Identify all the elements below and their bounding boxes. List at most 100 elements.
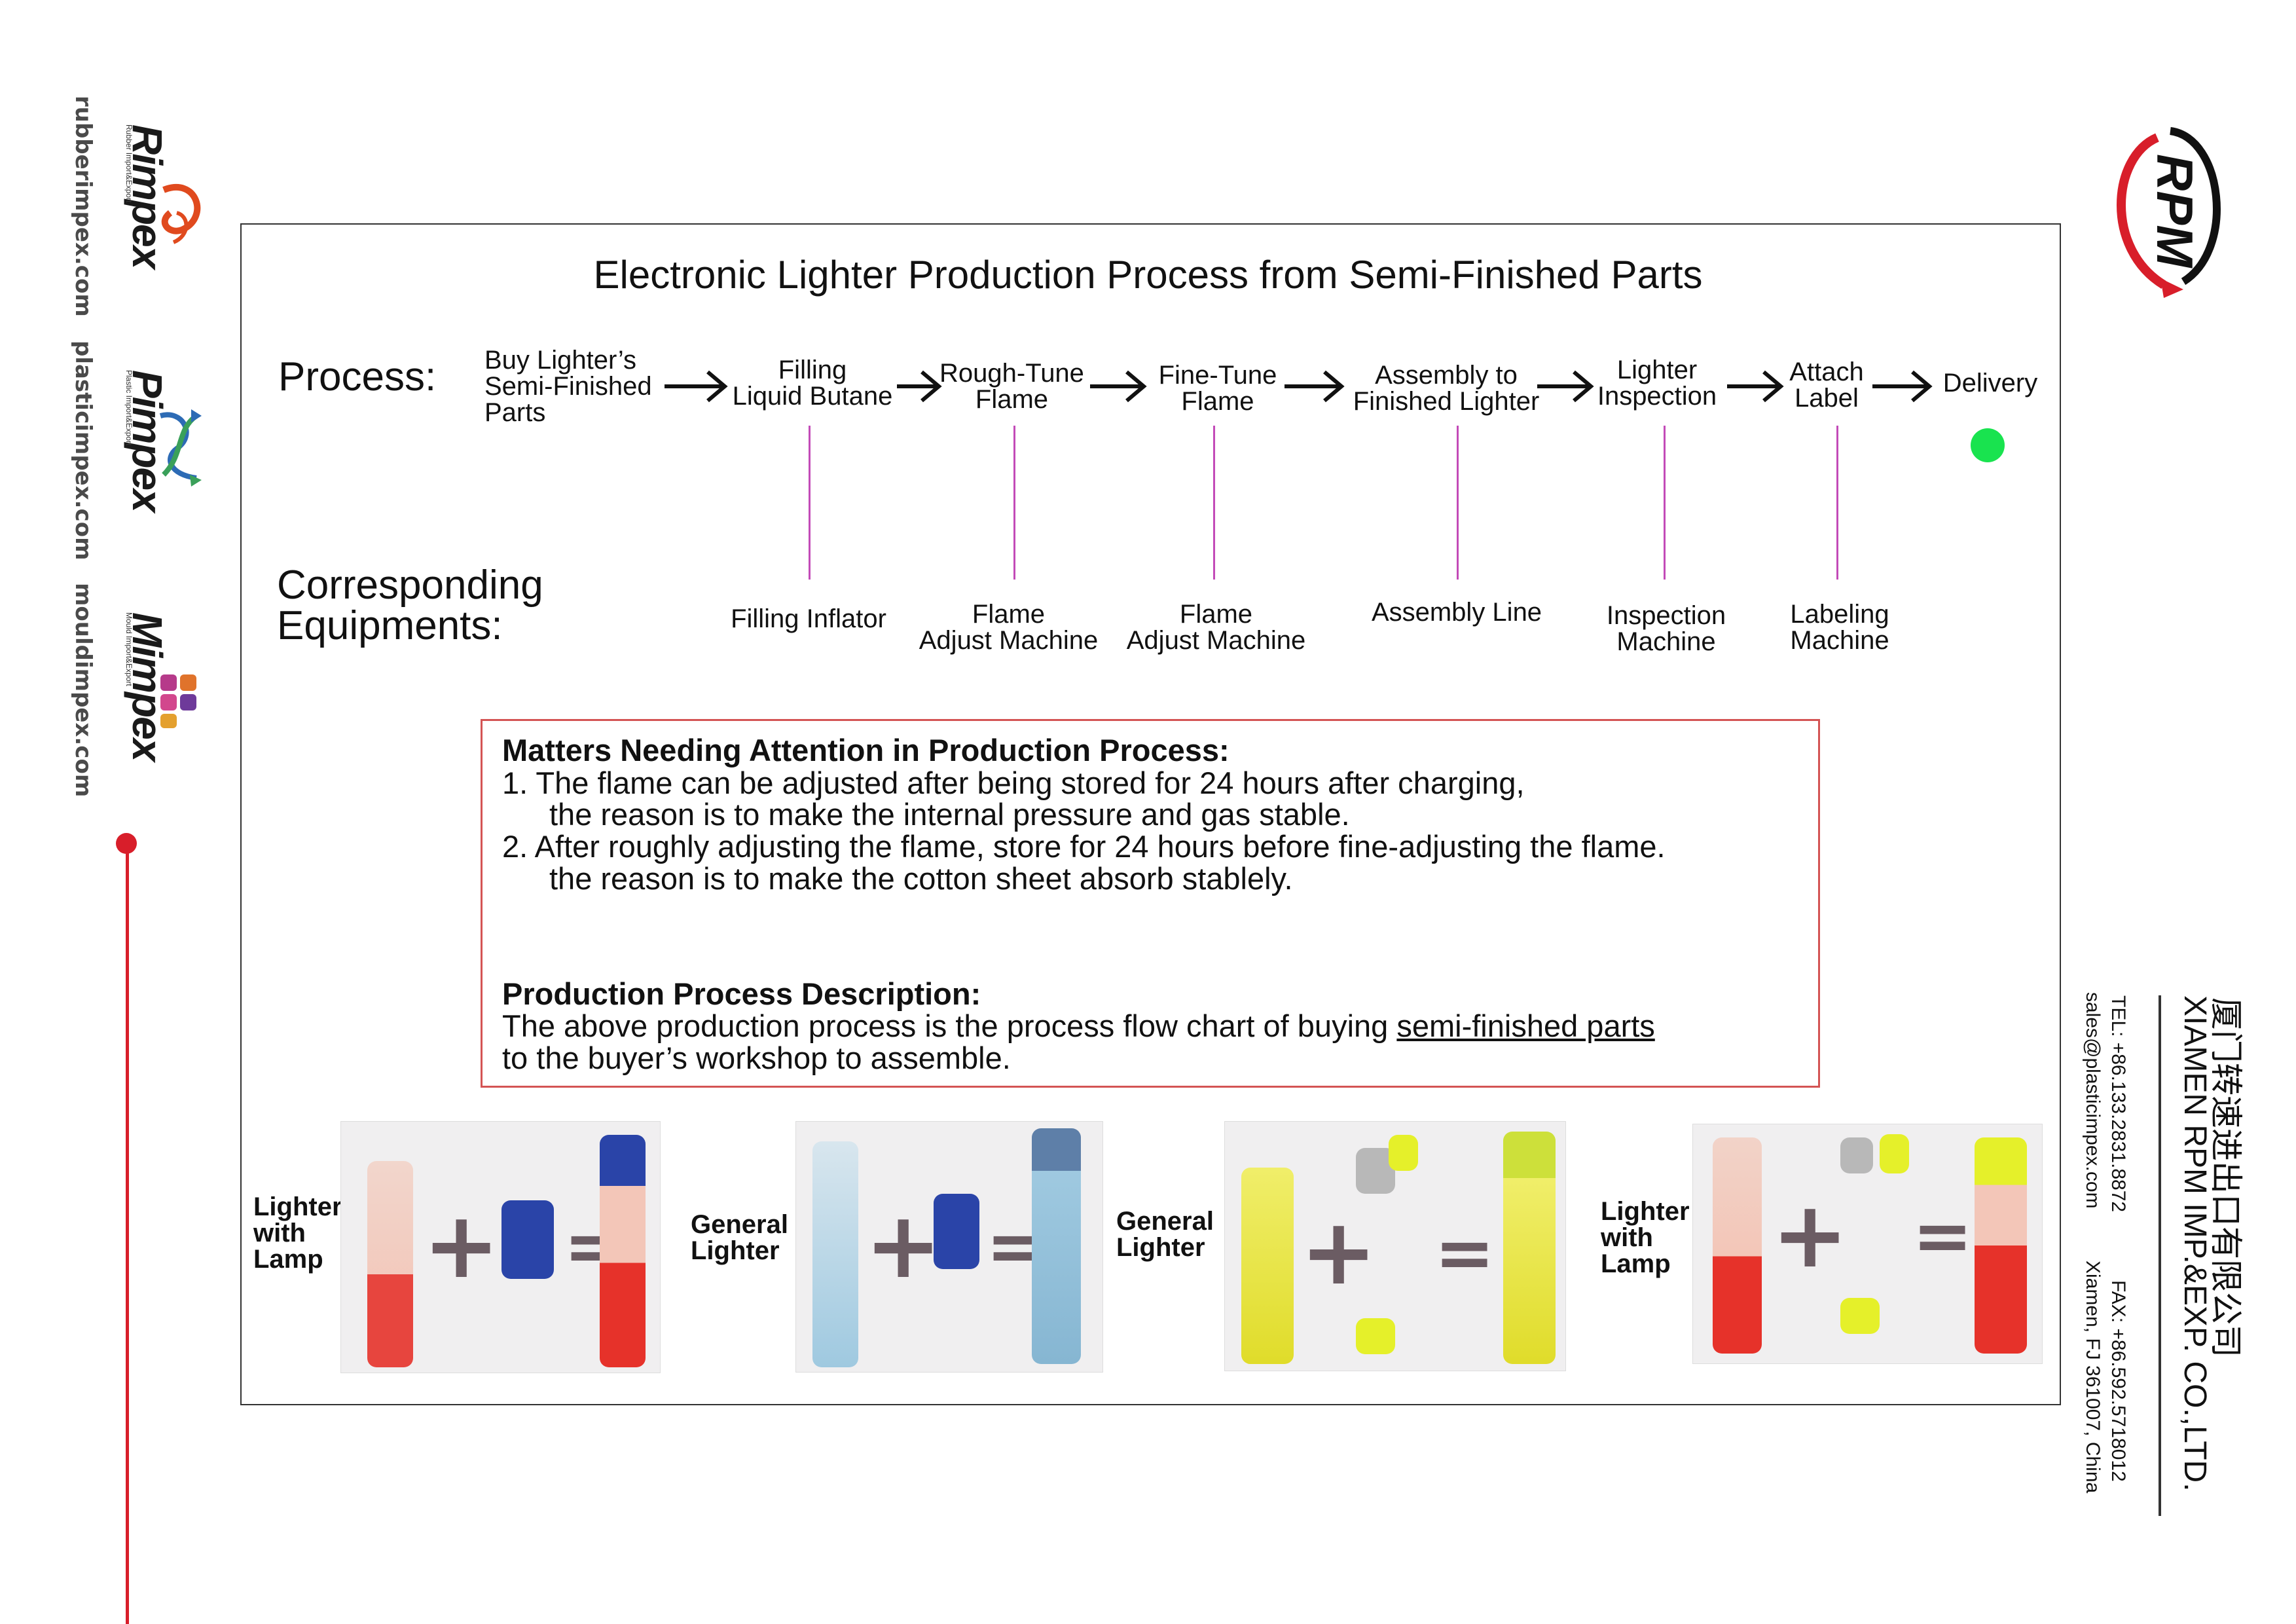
lighter-head-part — [934, 1194, 979, 1269]
company-name-en: XIAMEN RPM IMP.&EXP. CO.,LTD. — [2178, 995, 2212, 1492]
equals-icon: = — [1912, 1194, 1973, 1278]
attention-line: the reason is to make the cotton sheet a… — [549, 861, 1293, 896]
label-line: Equipments: — [277, 603, 503, 648]
process-step-7: Attach Label — [1781, 359, 1872, 411]
arrow-right-icon — [665, 370, 728, 403]
contact-email[interactable]: sales@plasticimpex.com — [2082, 992, 2104, 1209]
page-title: Electronic Lighter Production Process fr… — [593, 253, 1703, 297]
company-divider — [2159, 995, 2161, 1516]
step-line: Attach — [1789, 358, 1864, 386]
step-line: Assembly to — [1375, 361, 1518, 390]
step-line: Liquid Butane — [732, 382, 893, 411]
equals-icon: = — [1434, 1211, 1495, 1295]
equip-line: Labeling — [1790, 600, 1889, 629]
arrow-right-icon — [1537, 370, 1594, 403]
label-line: General — [691, 1210, 788, 1239]
brand-site-plasticimpex[interactable]: plasticimpex.com — [70, 341, 96, 561]
lighter-assembled — [1503, 1132, 1556, 1364]
notes-box: Matters Needing Attention in Production … — [481, 719, 1820, 1088]
arrow-right-icon — [897, 370, 942, 403]
arrow-right-icon — [1727, 370, 1784, 403]
photo-label-1: Lighter with Lamp — [253, 1194, 342, 1272]
process-step-1: Buy Lighter’s Semi-Finished Parts — [484, 347, 652, 426]
rimpex-swirl-icon — [161, 184, 201, 244]
description-text: The above production process is the proc… — [502, 1008, 1397, 1043]
process-step-8: Delivery — [1931, 370, 2049, 396]
label-line: Lamp — [1601, 1249, 1671, 1278]
timeline-line — [126, 843, 129, 1624]
delivery-status-dot — [1971, 428, 2005, 462]
equip-line: Inspection — [1606, 601, 1726, 630]
lighter-assembled — [1975, 1137, 2027, 1354]
lighter-assembled — [1032, 1128, 1081, 1364]
step-line: Fine-Tune — [1158, 361, 1277, 390]
attention-line: the reason is to make the internal press… — [549, 797, 1350, 832]
attention-line: 1. The flame can be adjusted after being… — [502, 766, 1525, 800]
process-step-6: Lighter Inspection — [1592, 357, 1722, 409]
process-label: Process: — [278, 354, 437, 399]
photo-label-4: Lighter with Lamp — [1601, 1198, 1690, 1277]
step-line: Lighter — [1616, 356, 1698, 384]
process-step-2: Filling Liquid Butane — [728, 357, 897, 409]
description-heading: Production Process Description: — [502, 976, 981, 1011]
equipment-label: Corresponding Equipments: — [277, 565, 543, 646]
semi-finished-parts-link[interactable]: semi-finished parts — [1396, 1008, 1655, 1043]
lighter-parts — [1840, 1298, 1880, 1334]
label-line: with — [1601, 1223, 1653, 1252]
step-line: Flame — [975, 385, 1049, 414]
plus-icon: + — [1300, 1199, 1377, 1306]
lighter-body — [367, 1161, 413, 1367]
process-step-5: Assembly to Finished Lighter — [1346, 362, 1546, 415]
step-connector — [1013, 426, 1015, 580]
equipment-item-6: Labeling Machine — [1768, 601, 1912, 654]
step-line: Delivery — [1942, 369, 2038, 397]
brand-site-mouldimpex[interactable]: mouldimpex.com — [70, 583, 96, 798]
contact-tel: TEL: +86.133.2831.8872 — [2107, 995, 2129, 1213]
plus-icon: + — [1772, 1182, 1849, 1289]
pimpex-arrows-icon — [159, 409, 202, 487]
photo-general-lighter-blue: + = — [795, 1121, 1103, 1373]
arrow-right-icon — [1090, 370, 1147, 403]
plus-icon: + — [865, 1192, 942, 1299]
equipment-item-4: Assembly Line — [1355, 599, 1558, 625]
mimpex-blocks-icon — [160, 674, 196, 728]
photo-label-2: General Lighter — [691, 1211, 788, 1264]
attention-line: 2. After roughly adjusting the flame, st… — [502, 829, 1666, 864]
step-line: Finished Lighter — [1353, 387, 1540, 416]
lighter-parts — [1840, 1137, 1873, 1173]
step-connector — [1664, 426, 1666, 580]
brand-tagline: Rubber Import&Export — [124, 124, 134, 203]
step-connector — [809, 426, 811, 580]
equip-line: Filling Inflator — [731, 604, 886, 633]
lighter-head-part — [501, 1200, 554, 1279]
rimpex-logo: Rimpex Rubber Import&Export — [118, 118, 210, 268]
plus-icon: + — [423, 1192, 500, 1299]
arrow-right-icon — [1285, 370, 1345, 403]
brand-tagline: Plastic Import&Export — [124, 370, 134, 446]
main-frame — [240, 223, 2061, 1405]
equipment-item-2: Flame Adjust Machine — [909, 601, 1108, 654]
step-line: Semi-Finished — [484, 372, 652, 401]
label-line: Lamp — [253, 1245, 323, 1274]
contact-fax: FAX: +86.592.5718012 — [2107, 1280, 2129, 1482]
attention-heading: Matters Needing Attention in Production … — [502, 733, 1230, 767]
rpm-logo: RPM — [2117, 127, 2221, 298]
lighter-body — [1713, 1137, 1762, 1354]
lighter-parts — [1356, 1318, 1395, 1354]
process-step-3: Rough-Tune Flame — [935, 360, 1089, 413]
photo-lighter-with-lamp-yellow: + = — [1692, 1124, 2043, 1364]
equip-line: Machine — [1616, 627, 1716, 656]
contact-address: Xiamen, FJ 361007, China — [2082, 1261, 2104, 1494]
step-line: Parts — [484, 398, 546, 427]
label-line: Lighter — [1601, 1197, 1690, 1226]
equip-line: Machine — [1790, 626, 1889, 655]
equipment-item-3: Flame Adjust Machine — [1116, 601, 1316, 654]
equip-line: Flame — [972, 600, 1046, 629]
photo-label-3: General Lighter — [1116, 1208, 1214, 1261]
step-line: Label — [1795, 384, 1859, 413]
lighter-assembled — [600, 1135, 646, 1367]
equip-line: Adjust Machine — [1126, 626, 1306, 655]
rpm-logo-text: RPM — [2146, 154, 2204, 268]
step-line: Inspection — [1597, 382, 1717, 411]
step-line: Flame — [1181, 387, 1254, 416]
